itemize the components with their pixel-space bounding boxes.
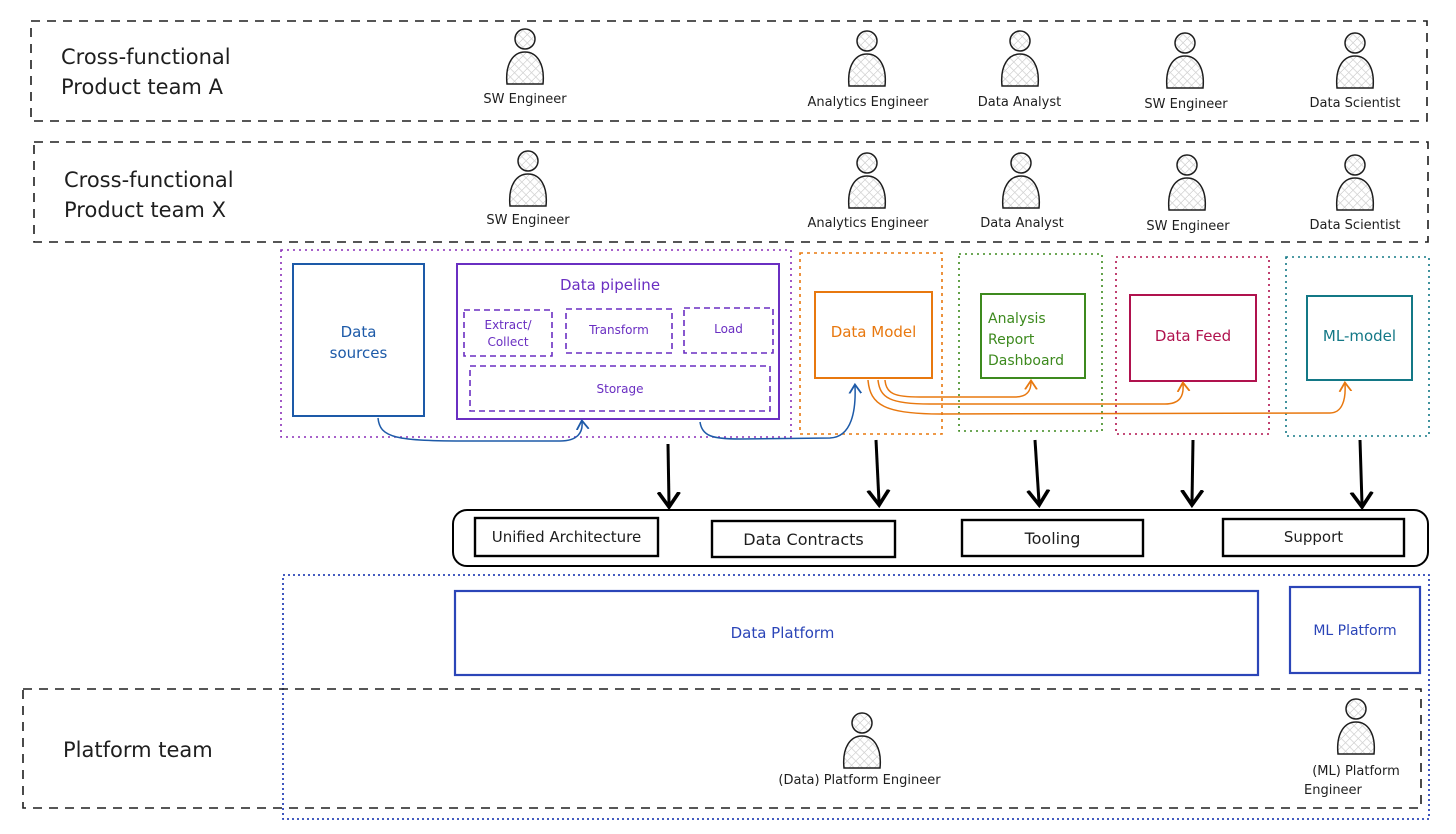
team-x-role-sw-engineer: SW Engineer [486, 213, 570, 228]
person-icon [1335, 32, 1375, 89]
data-sources-label: Data sources [296, 322, 421, 364]
analysis-label-line3: Dashboard [988, 353, 1064, 369]
data-pipeline-title: Data pipeline [559, 276, 661, 294]
tooling-box [960, 518, 1145, 558]
platform-role-ml-line2: Engineer [1304, 783, 1362, 798]
person-icon [1165, 32, 1205, 89]
analysis-label-line2: Report [988, 332, 1035, 348]
data-model-label: Data Model [830, 323, 917, 341]
team-a-role-sw-engineer: SW Engineer [483, 92, 567, 107]
tooling-label: Tooling [1024, 529, 1081, 548]
data-model-region [799, 252, 943, 435]
data-pipeline-box [456, 263, 780, 420]
model-to-feed-arrow [877, 379, 1183, 405]
transform-label: Transform [589, 323, 649, 337]
down-arrow [1035, 439, 1039, 502]
team-a-role-data-scientist: Data Scientist [1309, 96, 1401, 111]
down-arrow [1192, 439, 1193, 502]
team-x-title-line1: Cross-functional [64, 168, 234, 192]
person-icon [847, 30, 887, 87]
data-feed-label: Data Feed [1154, 327, 1232, 345]
team-x-role-data-analyst: Data Analyst [980, 216, 1064, 231]
team-x-role-analytics-engineer: Analytics Engineer [807, 216, 929, 231]
unified-architecture-label: Unified Architecture [491, 528, 642, 546]
team-a-box [30, 20, 1428, 122]
person-icon [1001, 152, 1041, 209]
ml-platform-label: ML Platform [1313, 623, 1397, 639]
platform-role-ml-line1: (ML) Platform [1312, 764, 1400, 779]
extract-label-line2: Collect [487, 335, 529, 349]
person-icon [1000, 30, 1040, 87]
team-a-role-sw-engineer-2: SW Engineer [1144, 97, 1228, 112]
platform-team-box [22, 688, 1422, 809]
team-a-role-data-analyst: Data Analyst [977, 95, 1062, 110]
extract-label-line1: Extract/ [484, 318, 532, 332]
team-x-role-sw-engineer-2: SW Engineer [1146, 219, 1230, 234]
ml-model-box [1306, 295, 1413, 381]
model-to-ml-arrow [867, 379, 1345, 415]
platform-team-title: Platform team [63, 738, 213, 762]
team-x-title: Cross-functional Product team X [64, 165, 234, 225]
data-sources-label-line2: sources [329, 344, 388, 362]
analysis-region [958, 253, 1103, 432]
person-icon [842, 712, 882, 769]
platform-role-data-platform-engineer: (Data) Platform Engineer [778, 773, 941, 788]
pipeline-to-model-arrow [699, 386, 855, 440]
data-contracts-label: Data Contracts [743, 530, 864, 549]
data-platform-box [453, 589, 1260, 677]
sources-to-pipeline-arrow [377, 417, 582, 442]
data-sources-label-line1: Data [340, 323, 377, 341]
load-box [683, 307, 774, 354]
enablement-container [452, 509, 1429, 567]
team-x-box [33, 141, 1429, 243]
transform-box [565, 308, 673, 354]
storage-box [469, 365, 771, 412]
person-icon [505, 28, 545, 85]
team-a-title-line1: Cross-functional [61, 45, 231, 69]
data-feed-box [1129, 294, 1257, 382]
person-icon [847, 152, 887, 209]
analysis-label: Analysis Report Dashboard [988, 309, 1084, 372]
data-platform-label: Data Platform [730, 624, 835, 642]
team-a-title-line2: Product team A [61, 75, 223, 99]
support-label: Support [1283, 528, 1344, 546]
unified-architecture-box [473, 516, 660, 558]
analysis-label-line1: Analysis [988, 311, 1046, 327]
person-icon [1167, 154, 1207, 211]
data-sources-box [292, 263, 425, 417]
person-icon [508, 150, 548, 207]
extract-label: Extract/ Collect [466, 317, 550, 351]
data-contracts-box [710, 519, 897, 559]
person-icon [1335, 154, 1375, 211]
down-arrow [1360, 439, 1362, 504]
model-to-analysis-arrow [884, 380, 1031, 398]
down-arrow [668, 443, 669, 504]
ml-platform-box [1288, 585, 1422, 675]
team-x-title-line2: Product team X [64, 198, 226, 222]
support-box [1221, 517, 1406, 558]
down-arrow [876, 439, 879, 502]
team-a-title: Cross-functional Product team A [61, 42, 231, 102]
team-x-role-data-scientist: Data Scientist [1309, 218, 1401, 233]
person-icon [1336, 698, 1376, 755]
team-a-role-analytics-engineer: Analytics Engineer [807, 95, 929, 110]
data-model-box [814, 291, 933, 379]
analysis-box [980, 293, 1086, 379]
platform-role-ml-platform-engineer: (ML) Platform Engineer [1300, 762, 1412, 800]
ml-model-label: ML-model [1322, 327, 1397, 345]
storage-label: Storage [596, 382, 644, 396]
extract-box [463, 309, 553, 357]
data-feed-region [1115, 256, 1270, 435]
load-label: Load [714, 322, 743, 336]
